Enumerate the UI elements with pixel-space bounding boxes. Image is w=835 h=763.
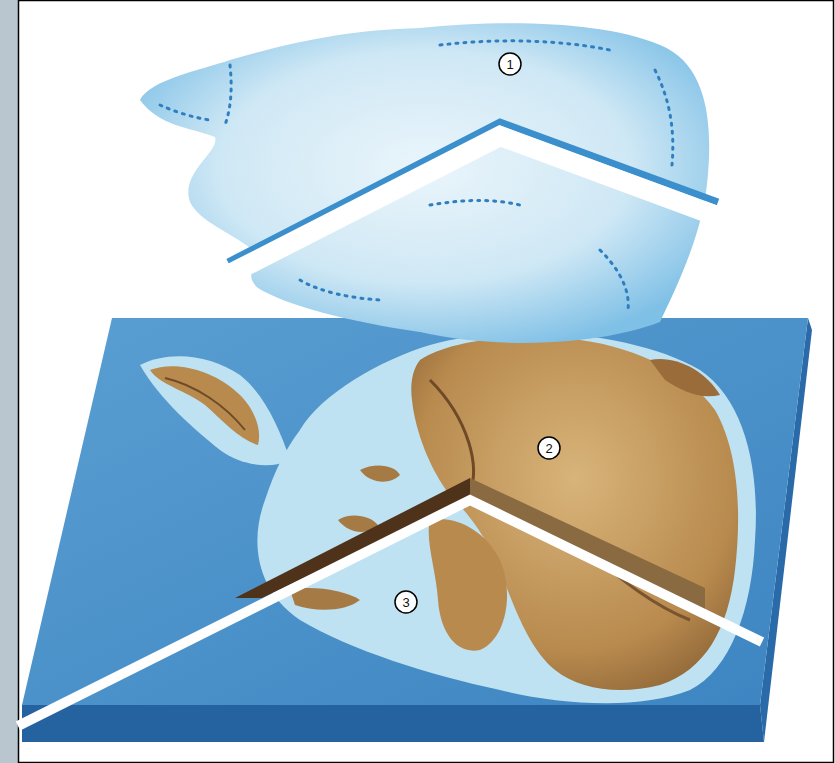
peninsula-shelf — [140, 356, 290, 465]
ice-divide — [430, 200, 520, 205]
callout-circle: 3 — [394, 590, 418, 614]
ice-divide — [655, 70, 673, 165]
callout-number: 2 — [545, 442, 552, 455]
bedrock-peninsula — [150, 366, 259, 445]
ice-divide — [440, 41, 610, 50]
ice-divide — [160, 105, 210, 120]
bedrock-island — [360, 465, 400, 481]
callout-number: 1 — [506, 58, 513, 71]
circle-shape — [538, 437, 560, 459]
bedrock-south — [429, 519, 507, 651]
slab-front — [22, 705, 764, 742]
ice-divide-lines — [160, 41, 673, 310]
section-gap — [18, 500, 762, 726]
bedrock-east — [411, 337, 738, 690]
bedrock-ridge — [165, 378, 245, 430]
bedrock-ridge — [650, 359, 720, 396]
circle-shape — [395, 591, 417, 613]
ice-divide — [225, 65, 231, 125]
circle-shape — [499, 53, 521, 75]
ice-gap — [222, 136, 722, 278]
callout-circle: 1 — [498, 52, 522, 76]
ice-divide — [300, 280, 380, 300]
frame — [19, 1, 834, 763]
rock-section — [235, 478, 470, 598]
ice-divide — [600, 250, 628, 310]
bedrock-island — [290, 588, 360, 610]
bedrock-ridge — [430, 380, 474, 490]
sea-surface — [22, 318, 808, 705]
photo-strip — [0, 0, 18, 763]
callout-number: 3 — [402, 596, 409, 609]
callout-circle: 2 — [537, 436, 561, 460]
